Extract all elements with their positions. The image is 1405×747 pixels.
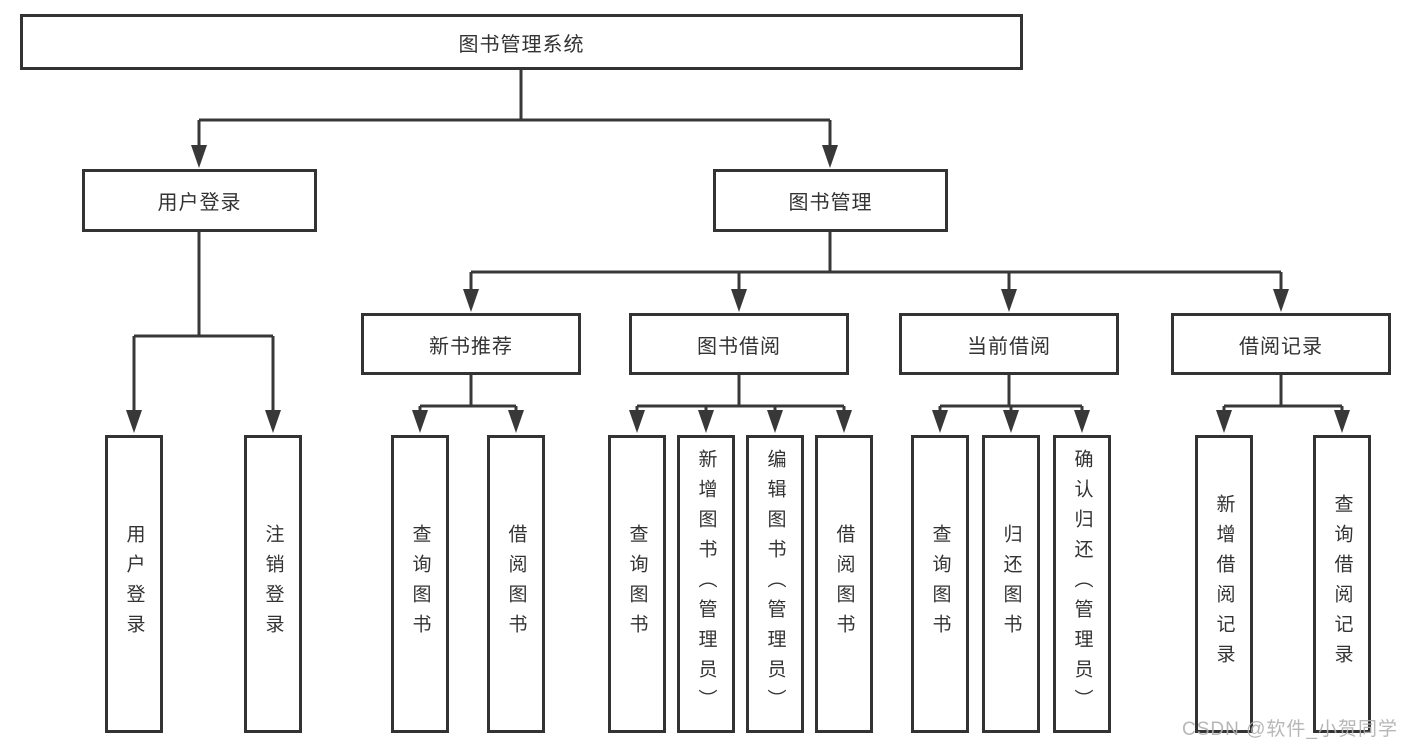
leaf-query-borrow-record: 查询借阅记录 (1313, 435, 1371, 733)
leaf-add-book-admin: 新增图书（管理员） (677, 435, 735, 733)
connector-login-bus (132, 232, 275, 412)
node-borrow-records: 借阅记录 (1171, 313, 1391, 375)
leaf-query-book-recommend: 查询图书 (391, 435, 449, 733)
leaf-query-book-borrow-label: 查询图书 (626, 524, 648, 644)
leaf-query-book-borrow: 查询图书 (608, 435, 666, 733)
leaf-borrow-book-recommend-label: 借阅图书 (505, 524, 527, 644)
leaf-query-borrow-record-label: 查询借阅记录 (1331, 494, 1353, 674)
leaf-edit-book-admin: 编辑图书（管理员） (746, 435, 804, 733)
connector-root-bus (197, 70, 832, 147)
node-new-book-recommend-label: 新书推荐 (429, 335, 513, 358)
leaf-query-book-current: 查询图书 (911, 435, 969, 733)
node-root-label: 图书管理系统 (458, 33, 585, 56)
leaf-add-borrow-record-label: 新增借阅记录 (1213, 494, 1235, 674)
connector-records-bus (1222, 375, 1344, 412)
leaf-query-book-current-label: 查询图书 (929, 524, 951, 644)
leaf-return-book: 归还图书 (982, 435, 1040, 733)
connector-current-bus (938, 375, 1084, 412)
node-user-login-label: 用户登录 (157, 192, 242, 214)
leaf-edit-book-admin-label: 编辑图书（管理员） (764, 449, 786, 719)
leaf-logout-label: 注销登录 (262, 524, 284, 644)
leaf-return-book-label: 归还图书 (1000, 524, 1022, 644)
leaf-confirm-return-admin-label: 确认归还（管理员） (1071, 449, 1093, 719)
leaf-add-book-admin-label: 新增图书（管理员） (695, 449, 717, 719)
connector-mgmt-bus (469, 232, 1283, 290)
leaf-add-borrow-record: 新增借阅记录 (1195, 435, 1253, 733)
leaf-borrow-book-recommend: 借阅图书 (487, 435, 545, 733)
node-book-management: 图书管理 (713, 169, 948, 232)
leaf-user-login: 用户登录 (105, 435, 163, 733)
connector-recommend-bus (418, 375, 518, 412)
leaf-confirm-return-admin: 确认归还（管理员） (1053, 435, 1111, 733)
leaf-user-login-label: 用户登录 (123, 524, 145, 644)
node-book-management-label: 图书管理 (788, 192, 873, 214)
node-new-book-recommend: 新书推荐 (361, 313, 581, 375)
arrowheads (126, 145, 1350, 433)
node-current-borrow: 当前借阅 (899, 313, 1119, 375)
csdn-watermark: CSDN @软件_小贺同学 (1182, 719, 1398, 740)
node-book-borrow: 图书借阅 (629, 313, 849, 375)
leaf-query-book-recommend-label: 查询图书 (409, 524, 431, 644)
connector-borrow-bus (635, 375, 846, 412)
leaf-logout: 注销登录 (244, 435, 302, 733)
leaf-borrow-book: 借阅图书 (815, 435, 873, 733)
node-borrow-records-label: 借阅记录 (1239, 335, 1323, 358)
node-book-borrow-label: 图书借阅 (697, 335, 781, 358)
leaf-borrow-book-label: 借阅图书 (833, 524, 855, 644)
node-current-borrow-label: 当前借阅 (967, 335, 1051, 358)
node-user-login: 用户登录 (82, 169, 317, 232)
node-root: 图书管理系统 (20, 14, 1023, 70)
